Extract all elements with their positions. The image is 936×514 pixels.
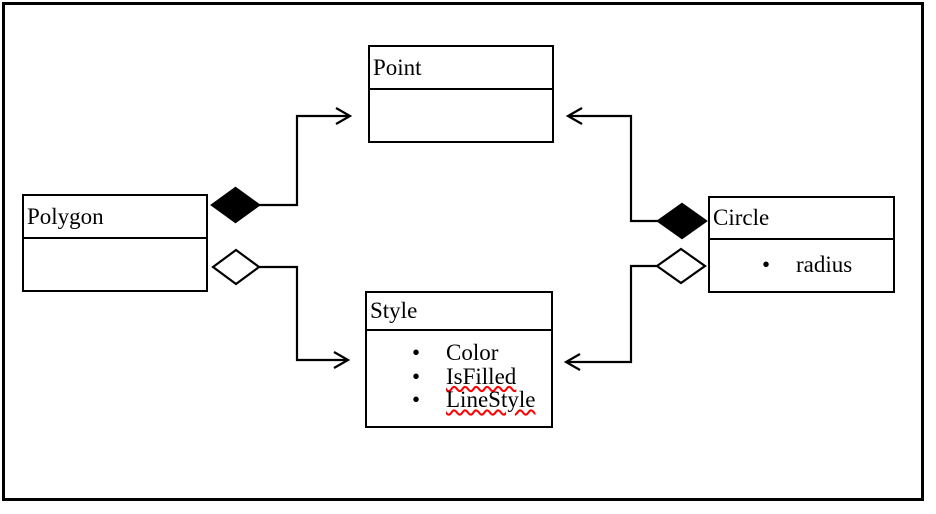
class-box-style: Style • Color • IsFilled • LineStyle — [365, 291, 553, 428]
class-box-circle: Circle • radius — [708, 196, 895, 293]
connector-circle-style-aggregation — [563, 247, 707, 371]
class-title: Point — [370, 47, 552, 90]
bullet-icon: • — [412, 363, 421, 389]
connector-line — [259, 114, 348, 207]
attribute-label: Color — [446, 340, 499, 365]
attribute-row: • LineStyle — [412, 388, 551, 412]
class-title: Circle — [710, 198, 893, 240]
connector-line — [568, 264, 657, 364]
arrowhead-icon — [335, 107, 353, 125]
attribute-label: LineStyle — [446, 387, 536, 412]
attribute-row: • Color — [412, 341, 551, 365]
attribute-row: • radius — [762, 253, 893, 277]
class-title: Polygon — [24, 196, 206, 239]
class-attributes-section: • radius — [710, 240, 893, 277]
connector-circle-point-composition — [565, 107, 708, 240]
arrowhead-icon — [563, 353, 581, 371]
arrowhead-icon — [565, 107, 583, 125]
bullet-icon: • — [412, 340, 421, 365]
arrowhead-icon — [333, 351, 351, 369]
connector-line — [259, 265, 346, 362]
connector-line — [570, 114, 658, 223]
connector-polygon-style-aggregation — [211, 248, 351, 369]
bullet-icon: • — [412, 387, 421, 412]
attribute-row: • IsFilled — [412, 363, 551, 389]
aggregation-diamond-icon — [655, 247, 707, 285]
class-box-point: Point — [368, 45, 554, 143]
attribute-label: IsFilled — [446, 363, 517, 389]
aggregation-diamond-icon — [211, 248, 261, 286]
outer-border — [2, 2, 924, 501]
class-box-polygon: Polygon — [22, 194, 208, 292]
attribute-label: radius — [796, 252, 853, 277]
class-title: Style — [367, 293, 551, 331]
composition-diamond-icon — [210, 186, 261, 224]
connector-polygon-point-composition — [210, 107, 353, 224]
bullet-icon: • — [762, 252, 771, 277]
class-attributes-section: • Color • IsFilled • LineStyle — [367, 331, 551, 412]
composition-diamond-icon — [656, 202, 708, 240]
